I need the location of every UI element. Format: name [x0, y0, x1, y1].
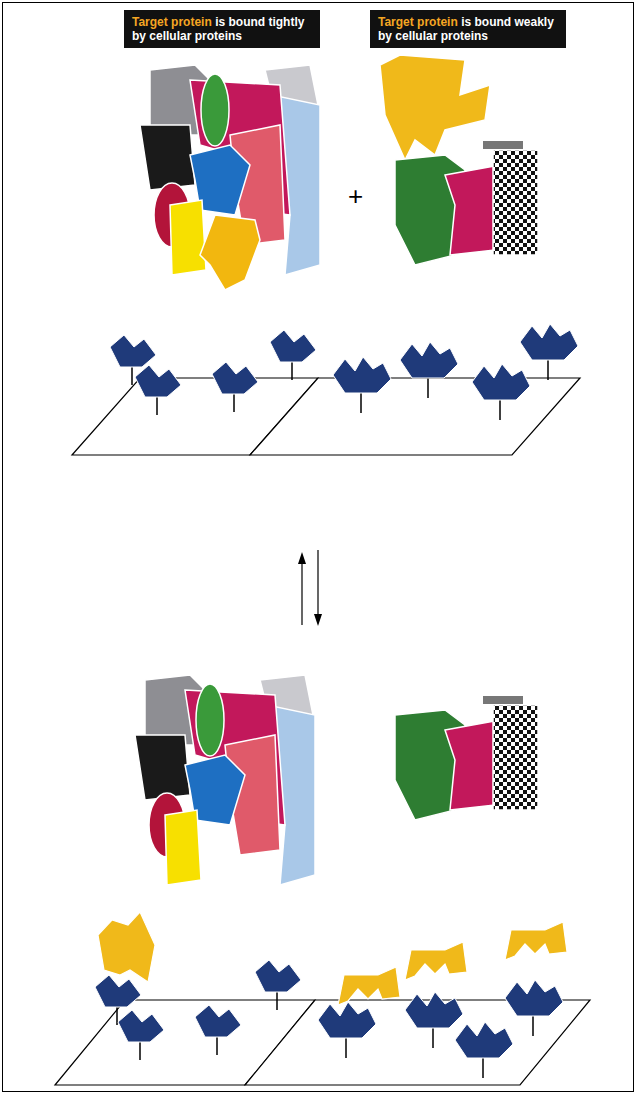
header-box: Target protein is bound weakly by cellul… — [370, 10, 566, 48]
header-box: Target protein is bound tightly by cellu… — [124, 10, 320, 48]
highlight-text: Target protein — [132, 15, 212, 29]
highlight-text: Target protein — [378, 15, 458, 29]
plus-sign: + — [348, 181, 363, 211]
